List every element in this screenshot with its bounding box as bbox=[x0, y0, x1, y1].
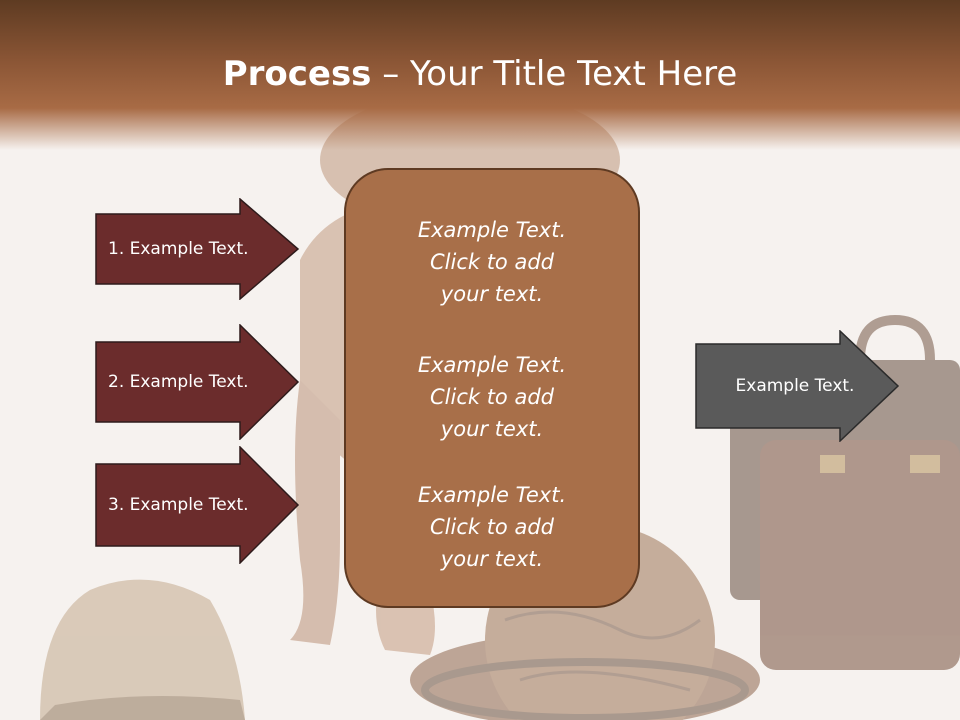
center-text-block-2: Example Text. Click to add your text. bbox=[346, 349, 638, 445]
center-block-1-line-2: Click to add bbox=[429, 250, 554, 274]
header-band bbox=[0, 0, 960, 150]
process-step-2-label: 2. Example Text. bbox=[108, 372, 249, 392]
center-block-2-line-3: your text. bbox=[440, 417, 544, 441]
process-step-1-arrow[interactable]: 1. Example Text. bbox=[95, 198, 300, 300]
process-step-1-label: 1. Example Text. bbox=[108, 239, 249, 259]
center-block-1-line-1: Example Text. bbox=[417, 218, 567, 242]
process-step-2-arrow[interactable]: 2. Example Text. bbox=[95, 324, 300, 440]
center-text-block-1: Example Text. Click to add your text. bbox=[346, 214, 638, 310]
title-rest: – Your Title Text Here bbox=[371, 54, 738, 94]
result-arrow-label: Example Text. bbox=[735, 376, 855, 396]
hat-illustration bbox=[40, 579, 245, 720]
center-block-1-line-3: your text. bbox=[440, 282, 544, 306]
center-block-3-line-2: Click to add bbox=[429, 515, 554, 539]
center-block-3-line-3: your text. bbox=[440, 547, 544, 571]
result-arrow[interactable]: Example Text. bbox=[695, 330, 900, 442]
center-text-box[interactable]: Example Text. Click to add your text. Ex… bbox=[344, 168, 640, 608]
center-text-block-3: Example Text. Click to add your text. bbox=[346, 479, 638, 575]
center-block-3-line-1: Example Text. bbox=[417, 483, 567, 507]
process-step-3-label: 3. Example Text. bbox=[108, 495, 249, 515]
luggage-illustration bbox=[730, 314, 960, 670]
center-block-2-line-1: Example Text. bbox=[417, 353, 567, 377]
center-block-2-line-2: Click to add bbox=[429, 385, 554, 409]
title-bold: Process bbox=[222, 54, 372, 94]
slide-title[interactable]: Process – Your Title Text Here bbox=[0, 54, 960, 94]
process-step-3-arrow[interactable]: 3. Example Text. bbox=[95, 446, 300, 564]
